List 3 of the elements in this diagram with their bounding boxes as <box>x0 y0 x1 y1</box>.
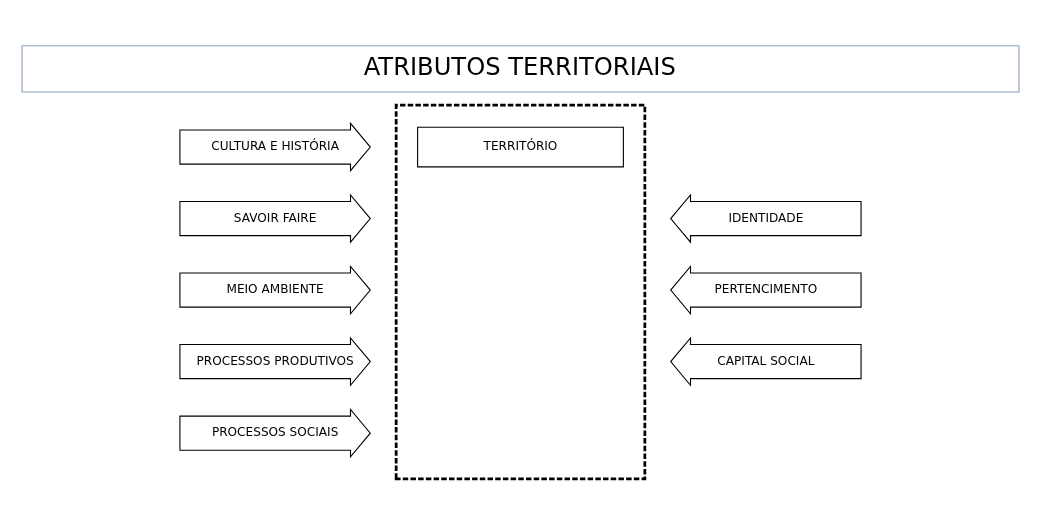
cluster <box>394 103 647 481</box>
node-box: TERRITÓRIO <box>417 126 624 168</box>
diagram-title: ATRIBUTOS TERRITORIAIS <box>363 53 676 82</box>
